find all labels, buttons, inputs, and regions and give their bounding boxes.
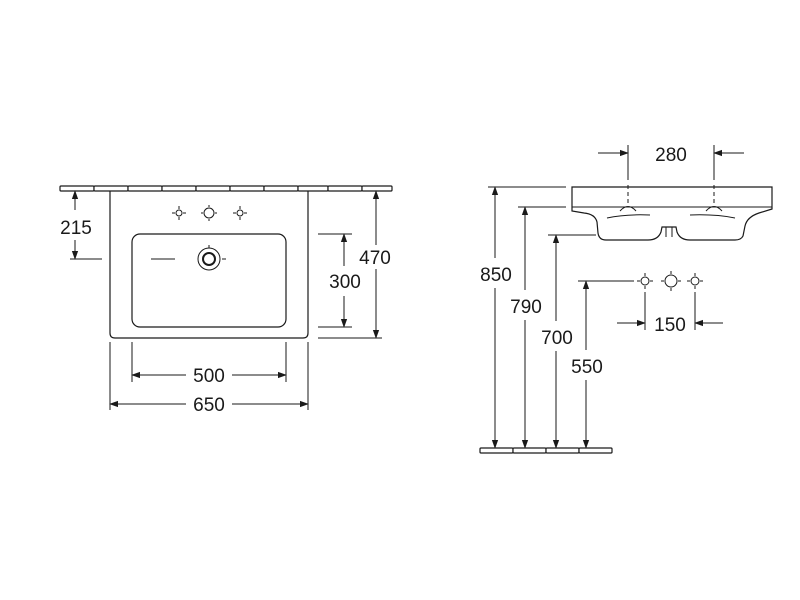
dim-790: 790 (510, 206, 566, 449)
dim-500-label: 500 (193, 366, 225, 387)
dim-790-label: 790 (510, 297, 542, 318)
basin-outline (109, 191, 309, 339)
tap-hole-side-right (687, 273, 703, 289)
floor-strip (479, 447, 613, 454)
dim-215: 215 (60, 190, 102, 260)
drain-icon (151, 245, 226, 271)
dim-650: 650 (109, 342, 309, 416)
dim-150-label: 150 (654, 315, 686, 336)
dim-470-label: 470 (359, 248, 391, 269)
bowl-outline (131, 233, 287, 328)
tap-holes-side (637, 271, 703, 291)
dim-550: 550 (571, 280, 634, 449)
dim-700-label: 700 (541, 328, 573, 349)
dim-470: 470 (308, 190, 396, 339)
basin-side-outline (571, 186, 773, 241)
dim-850-label: 850 (480, 265, 512, 286)
dim-300: 300 (318, 233, 361, 328)
dim-500: 500 (131, 342, 287, 387)
dim-150: 150 (617, 292, 723, 336)
tap-hole-left (172, 206, 186, 220)
dim-550-label: 550 (571, 357, 603, 378)
tap-hole-side-center (661, 271, 681, 291)
tap-hole-center (201, 205, 217, 221)
dim-300-label: 300 (329, 272, 361, 293)
dim-650-label: 650 (193, 395, 225, 416)
tap-hole-right (233, 206, 247, 220)
top-view: 215 470 300 500 (59, 185, 396, 416)
dim-280: 280 (598, 145, 744, 180)
wall-strip-top (59, 185, 393, 192)
tap-hole-side-left (637, 273, 653, 289)
dim-215-label: 215 (60, 218, 92, 239)
dim-850: 850 (480, 186, 566, 449)
side-view: 280 (479, 145, 773, 454)
dim-700: 700 (541, 234, 596, 449)
dim-280-label: 280 (655, 145, 687, 166)
